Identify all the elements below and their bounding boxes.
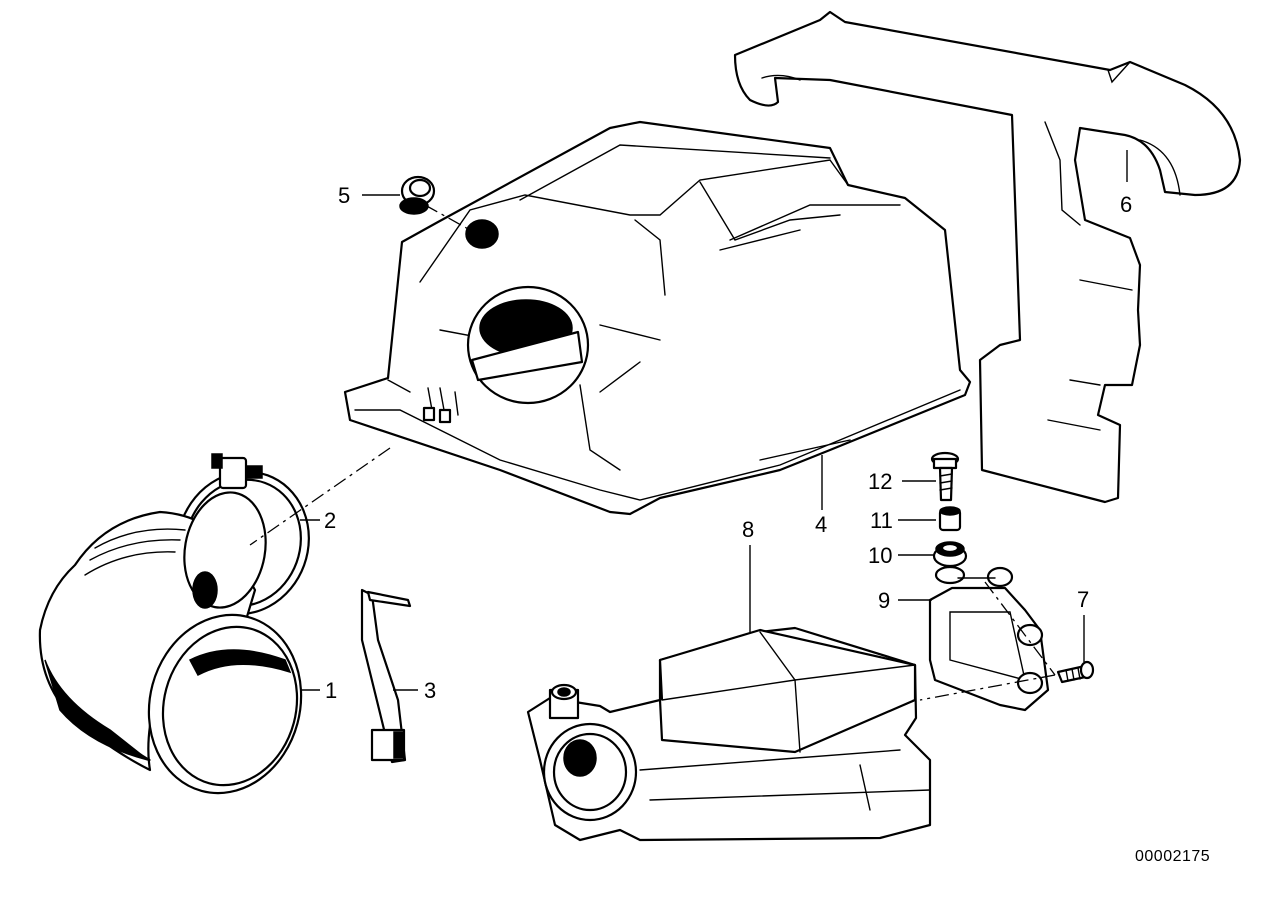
- screw-part: [1056, 660, 1095, 684]
- leader-lines: [300, 150, 1128, 691]
- callout-2: 2: [324, 508, 336, 533]
- callout-10: 10: [868, 543, 892, 568]
- rubber-boot-part: [38, 491, 303, 795]
- callout-3: 3: [424, 678, 436, 703]
- air-flow-meter-part: [526, 626, 932, 842]
- callout-1: 1: [325, 678, 337, 703]
- intake-duct-part: [733, 10, 1242, 504]
- bolt-part: [930, 451, 960, 502]
- rubber-bushing-part: [932, 541, 968, 568]
- callout-7: 7: [1077, 587, 1089, 612]
- callout-5: 5: [338, 183, 350, 208]
- callout-6: 6: [1120, 192, 1132, 217]
- diagram-reference-code: 00002175: [1135, 848, 1211, 865]
- callout-12: 12: [868, 469, 892, 494]
- retaining-strap-part: [360, 588, 412, 764]
- callout-4: 4: [815, 512, 827, 537]
- assembly-lines: [249, 204, 1056, 701]
- air-filter-housing-part: [343, 120, 972, 516]
- callout-9: 9: [878, 588, 890, 613]
- callout-8: 8: [742, 517, 754, 542]
- gasket-bracket-part: [928, 565, 1050, 712]
- grommet-part: [399, 175, 436, 215]
- sleeve-part: [938, 506, 962, 532]
- callout-11: 11: [870, 508, 893, 533]
